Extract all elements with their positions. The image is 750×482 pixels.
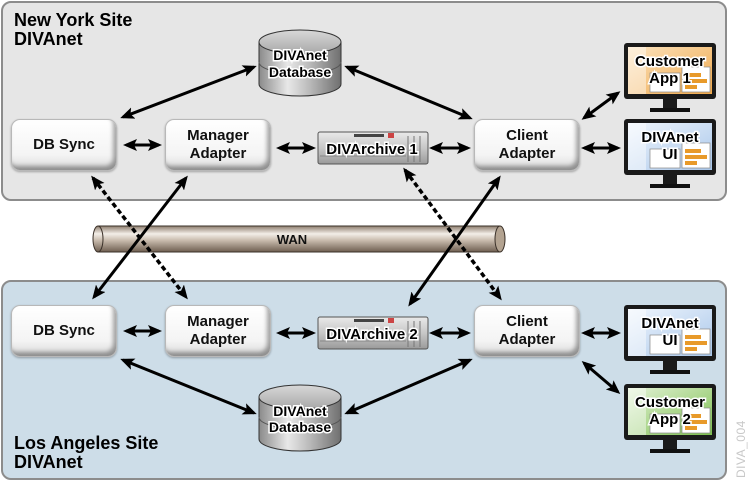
la-db-sync-node[interactable]: DB Sync	[11, 305, 117, 357]
site-title-line2: DIVAnet	[14, 29, 83, 49]
node-label: DB Sync	[33, 136, 95, 153]
node-label-line2: Adapter	[189, 331, 247, 348]
node-label-line1: Client	[506, 313, 548, 330]
site-title-line2: DIVAnet	[14, 452, 83, 472]
wan-label: WAN	[277, 232, 307, 247]
node-label-line2: Adapter	[189, 145, 247, 162]
node-label-line1: Manager	[187, 127, 249, 144]
new-york-site-panel: New York Site DIVAnet	[1, 1, 727, 201]
node-label-line1: Manager	[187, 313, 249, 330]
node-label: DB Sync	[33, 322, 95, 339]
node-label-line2: Adapter	[498, 145, 556, 162]
site-title-line1: Los Angeles Site	[14, 433, 159, 453]
wan-pipe: WAN	[92, 225, 506, 253]
la-client-adapter-node[interactable]: Client Adapter	[474, 305, 580, 357]
figure-id-watermark: DIVA_004	[734, 420, 748, 478]
site-title-line1: New York Site	[14, 10, 133, 30]
los-angeles-site-title: Los Angeles Site DIVAnet	[14, 434, 158, 472]
ny-manager-adapter-node[interactable]: Manager Adapter	[165, 119, 271, 171]
ny-db-sync-node[interactable]: DB Sync	[11, 119, 117, 171]
node-label-line2: Adapter	[498, 331, 556, 348]
ny-client-adapter-node[interactable]: Client Adapter	[474, 119, 580, 171]
new-york-site-title: New York Site DIVAnet	[14, 11, 132, 49]
la-manager-adapter-node[interactable]: Manager Adapter	[165, 305, 271, 357]
node-label-line1: Client	[506, 127, 548, 144]
